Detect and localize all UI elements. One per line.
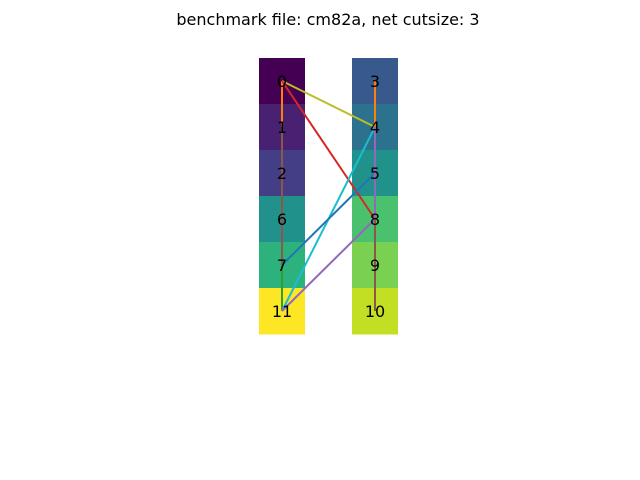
net-edge: [281, 218, 376, 312]
net-edge: [281, 80, 376, 220]
node-label: 6: [277, 210, 287, 229]
node-label: 4: [370, 118, 380, 137]
net-edge: [281, 172, 376, 266]
node-label: 3: [370, 72, 380, 91]
net-edge: [281, 80, 376, 128]
node-labels: 0 1 2 6 7 11 3 4 5 8 9 10: [272, 72, 385, 321]
node-label: 10: [365, 302, 385, 321]
node-label: 11: [272, 302, 292, 321]
node-label: 7: [277, 256, 287, 275]
node-label: 0: [277, 72, 287, 91]
diagram-title: benchmark file: cm82a, net cutsize: 3: [176, 10, 479, 29]
node-cells: [259, 58, 398, 335]
node-label: 2: [277, 164, 287, 183]
node-label: 1: [277, 118, 287, 137]
node-label: 8: [370, 210, 380, 229]
net-edges: [281, 80, 376, 312]
node-label: 5: [370, 164, 380, 183]
node-label: 9: [370, 256, 380, 275]
